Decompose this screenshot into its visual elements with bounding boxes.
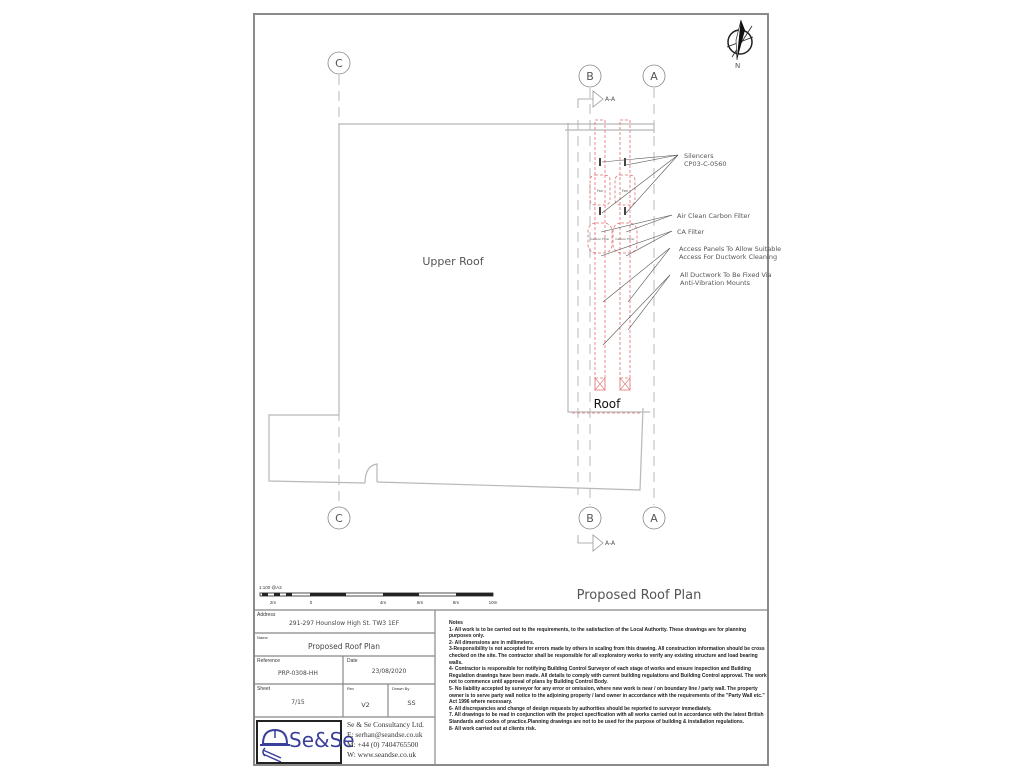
grid-marker-a-bottom: A [650, 512, 658, 525]
drawn-by-value: SS [407, 699, 416, 707]
annotation-ca-filter: CA Filter [677, 228, 704, 236]
leader-lines [600, 154, 679, 346]
silencer-marks [599, 158, 626, 215]
date-cell: Date 23/08/2020 [343, 656, 435, 684]
annotation-access-panels-line1: Access Panels To Allow Suitable [679, 245, 781, 253]
grid-marker-c-top: C [335, 57, 343, 70]
company-name: Se & Se Consultancy Ltd. [347, 720, 424, 729]
grid-marker-c-bottom: C [335, 512, 343, 525]
sheet-label: Sheet [257, 686, 271, 692]
scale-tick: 4m [380, 600, 387, 605]
sheet-cell: Sheet 7/15 [253, 684, 343, 717]
grid-markers [327, 51, 666, 530]
grid-marker-b-bottom: B [586, 512, 594, 525]
company-mobile: M: +44 (0) 7404765500 [347, 740, 419, 749]
name-value: Proposed Roof Plan [308, 642, 380, 651]
scale-tick: 10m [489, 600, 498, 605]
upper-roof-label: Upper Roof [422, 255, 484, 268]
annotation-carbon-filter: Air Clean Carbon Filter [677, 212, 750, 220]
scale-tick: 8m [453, 600, 460, 605]
note-item: 5- No liability accepted by surveyor for… [449, 685, 765, 706]
date-value: 23/08/2020 [371, 668, 407, 675]
note-item: 6- All discrepancies and change of desig… [449, 705, 712, 712]
annotation-access-panels-line2: Access For Ductwork Cleaning [679, 253, 777, 261]
company-email: E: serhan@seandse.co.uk [347, 730, 423, 739]
scale-label: 1:100 @A3 [259, 585, 282, 590]
note-item: 1- All work is to be carried out to the … [449, 626, 747, 640]
company-website: W: www.seandse.co.uk [347, 750, 417, 759]
section-marker-top: A-A [605, 96, 616, 103]
rev-label: Rev [347, 686, 355, 691]
rev-value: V2 [361, 701, 370, 709]
fan-label-2: Fan [622, 189, 628, 193]
rev-cell: Rev V2 [343, 684, 388, 717]
logo-text: Se&Se [289, 728, 355, 752]
carbon-filter-label-1: Carbon Filter [590, 237, 610, 241]
upper-roof-outline [268, 123, 655, 491]
carbon-filter-label-2: Carbon Filter [615, 237, 635, 241]
title-block-frame [253, 609, 769, 766]
fan-label-1: Fan [597, 189, 603, 193]
drawn-by-cell: Drawn By SS [388, 684, 435, 717]
note-item: 4- Contractor is responsible for notifyi… [449, 666, 767, 686]
note-item: 7. All drawings to be read in conjunctio… [449, 712, 764, 725]
north-arrow-icon [726, 19, 754, 61]
scale-tick: 6m [417, 600, 424, 605]
section-marker-bottom: A-A [605, 540, 616, 547]
duct-end-cross [594, 377, 631, 391]
scale-tick: 2m [270, 600, 277, 605]
notes-heading: Notes [449, 620, 463, 626]
hard-hat-icon [260, 728, 290, 762]
grid-lines [338, 75, 655, 505]
scale-bar [259, 592, 494, 597]
grid-marker-a-top: A [650, 70, 658, 83]
address-label: Address [257, 612, 276, 618]
ductwork [572, 119, 640, 414]
company-logo: Se&Se [256, 720, 355, 764]
company-info: Se & Se Consultancy Ltd. E: serhan@seand… [347, 720, 424, 760]
grid-marker-b-top: B [586, 70, 594, 83]
sheet-value: 7/15 [291, 699, 305, 706]
drawing-title: Proposed Roof Plan [577, 588, 702, 603]
date-label: Date [347, 658, 358, 664]
annotation-ductwork-line2: Anti-Vibration Mounts [680, 279, 751, 287]
note-item: 3-Responsibility is not accepted for err… [449, 646, 765, 666]
reference-label: Reference [257, 658, 281, 664]
address-cell: Address 291-297 Hounslow High St. TW3 1E… [253, 610, 435, 633]
reference-value: PRP-0308-HH [278, 670, 318, 677]
roof-label: Roof [594, 397, 621, 411]
note-item: 8- All work carried out at clients risk. [449, 725, 537, 732]
drawn-by-label: Drawn By [392, 686, 410, 691]
scale-tick: 0 [310, 600, 313, 605]
annotation-silencers-line2: CP03-C-0560 [684, 160, 727, 168]
annotation-ductwork-line1: All Ductwork To Be Fixed Via [680, 271, 772, 279]
name-label: Name [257, 635, 268, 640]
address-value: 291-297 Hounslow High St. TW3 1EF [288, 620, 400, 627]
name-cell: Name Proposed Roof Plan [253, 633, 435, 656]
note-item: 2- All dimensions are in millimeters. [449, 639, 535, 646]
annotation-silencers-line1: Silencers [684, 152, 714, 160]
reference-cell: Reference PRP-0308-HH [253, 656, 343, 684]
notes-section: Notes 1- All work is to be carried out t… [449, 620, 767, 732]
north-label: N [735, 62, 740, 70]
section-markers [577, 90, 604, 552]
